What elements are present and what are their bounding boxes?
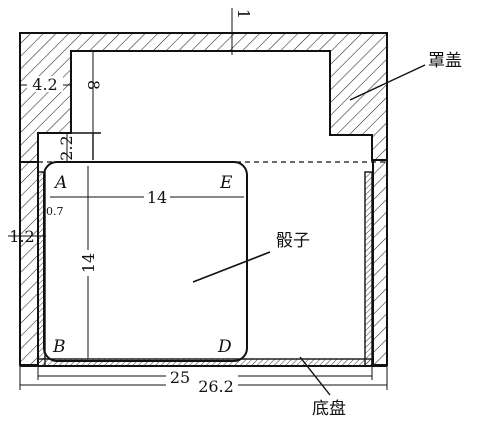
- dim-dice-height-label-bg: [80, 250, 96, 276]
- base-right-wall: [364, 171, 373, 367]
- cover-leader-line: [349, 64, 426, 101]
- point-d-label: D: [217, 337, 232, 357]
- dim-gap-label: 2.2: [57, 135, 76, 160]
- dim-side-label-bg: [27, 76, 63, 92]
- dim-dice-width-label: 14: [147, 188, 167, 207]
- dice-leader-line: [192, 251, 271, 283]
- dim-dice-width-label-bg: [144, 188, 170, 206]
- cover-label: 罩盖: [428, 51, 462, 71]
- cover-right-skirt: [372, 159, 388, 366]
- point-b-label: B: [52, 337, 66, 357]
- dim-inner-width-label: 25: [170, 368, 190, 387]
- base-label: 底盘: [312, 399, 346, 419]
- dim-inner-height-label: 8: [84, 80, 103, 90]
- dim-wall-label: 1.2: [9, 227, 34, 246]
- dim-dice-offset-label: 0.7: [46, 205, 64, 218]
- dim-dice-height-label: 14: [79, 253, 98, 273]
- dim-outer-width-label: 26.2: [198, 377, 234, 396]
- dice-label: 骰子: [276, 231, 310, 251]
- cover-left-skirt: [19, 161, 39, 366]
- point-a-label: A: [53, 173, 67, 193]
- dim-width-label-bg: [166, 370, 238, 390]
- point-e-label: E: [219, 173, 233, 193]
- dim-side-label: 4.2: [32, 75, 57, 94]
- dim-top-gap-label: 1: [234, 9, 253, 19]
- base-leader-line: [299, 356, 331, 396]
